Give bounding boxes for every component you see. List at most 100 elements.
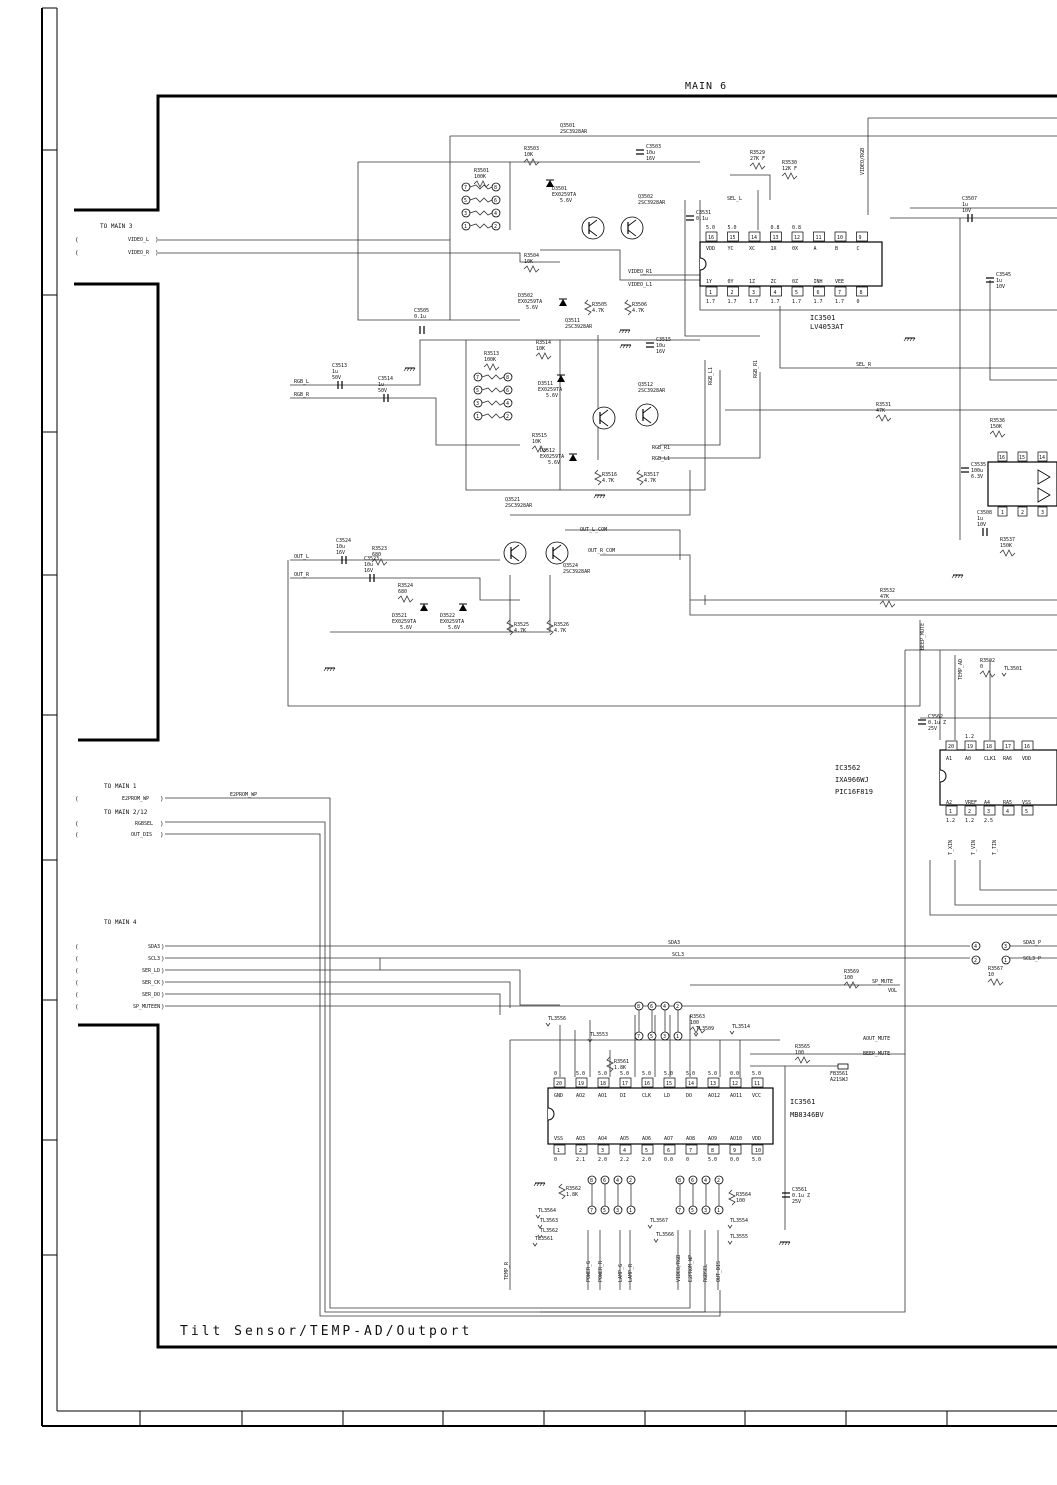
svg-text:EX0259TA: EX0259TA	[538, 387, 562, 393]
signal-scl3: SCL3	[148, 956, 160, 962]
ic3561-vtop-7: 5.0	[686, 1071, 695, 1077]
svg-text:4: 4	[663, 1004, 666, 1010]
svg-text:150K: 150K	[1000, 543, 1012, 549]
ic3561-pin-name-ao10: AO10	[730, 1136, 742, 1142]
svg-text:R3531: R3531	[876, 402, 891, 408]
ic3562-pin-name-a4: A4	[984, 800, 990, 806]
ic3501-vtop-1: 5.0	[706, 225, 715, 231]
ic3561-pin-name-clk: CLK	[642, 1093, 651, 1099]
net-beep-mute: BEEP_MUTE	[920, 623, 926, 650]
sheet-title: MAIN 6	[685, 81, 727, 92]
svg-text:6: 6	[650, 1004, 653, 1010]
svg-text:6: 6	[494, 198, 497, 204]
net-sel-r: SEL_R	[856, 362, 872, 368]
svg-text:5: 5	[476, 388, 479, 394]
svg-text:8: 8	[506, 375, 509, 381]
svg-text:17: 17	[1005, 744, 1011, 750]
ic3561-pin-name-vcc: VCC	[752, 1093, 761, 1099]
svg-text:1u: 1u	[378, 382, 384, 388]
svg-text:(: (	[75, 1004, 79, 1011]
svg-text:100: 100	[736, 1198, 745, 1204]
svg-text:3: 3	[752, 290, 755, 296]
ic3501-pin-6	[813, 286, 825, 297]
ic3561-pin-name-di: DI	[620, 1093, 626, 1099]
ic3501-pin-15	[727, 231, 739, 242]
svg-text:R3537: R3537	[1000, 537, 1015, 543]
svg-text:(: (	[75, 992, 79, 999]
opamp-ic: 16 15 14 1 2 3	[987, 451, 1057, 517]
svg-text:Q3524: Q3524	[563, 563, 578, 569]
test-point-tl3501: TL3501	[1001, 666, 1022, 677]
svg-text:TO MAIN 3: TO MAIN 3	[100, 223, 133, 230]
net-scl3-p: SCL3_P	[1023, 956, 1041, 962]
ic3561-vbot-3: 2.0	[598, 1157, 607, 1163]
svg-text:10K: 10K	[532, 439, 541, 445]
svg-text:C3503: C3503	[646, 144, 661, 150]
svg-text:3: 3	[1041, 510, 1044, 516]
ic3562-part2: PIC16F819	[835, 788, 873, 796]
ic3561-vtop-9: 0.0	[730, 1071, 739, 1077]
ic3501-pin-10	[834, 231, 847, 242]
connector-main3: TO MAIN 3 ( ( VIDEO_L VIDEO_R ) )	[75, 223, 159, 257]
svg-text:C3523: C3523	[364, 556, 379, 562]
svg-text:10: 10	[755, 1148, 761, 1154]
net-out-r-com: OUT_R_COM	[588, 548, 615, 554]
ic3561-pin-name-ao1: AO1	[598, 1093, 607, 1099]
svg-text:C3535: C3535	[971, 462, 986, 468]
svg-text:7: 7	[590, 1208, 593, 1214]
svg-text:20: 20	[948, 744, 954, 750]
svg-text:0: 0	[980, 664, 983, 670]
svg-text:TL3564: TL3564	[538, 1208, 556, 1214]
ic3562-pin-2	[964, 805, 977, 816]
ic3562-pin-5	[1021, 805, 1034, 816]
ic3561-pin-1	[553, 1144, 566, 1155]
connector-main1: TO MAIN 1 ( E2PROM_WP ) TO MAIN 2/12 ( (…	[75, 783, 164, 839]
block-border	[74, 94, 1057, 1349]
ic3562-part: IXA966WJ	[835, 776, 869, 784]
svg-text:4: 4	[704, 1178, 707, 1184]
svg-text:5: 5	[464, 198, 467, 204]
ic3501-pin-name-1y: 1Y	[706, 279, 712, 285]
svg-text:(: (	[75, 237, 79, 244]
ic3501-vbot-1: 1.7	[706, 299, 715, 305]
ic3561-pin-name-ao7: AO7	[664, 1136, 673, 1142]
svg-text:5.6V: 5.6V	[526, 305, 538, 311]
svg-text:R3532: R3532	[880, 588, 895, 594]
svg-text:3: 3	[464, 211, 467, 217]
svg-text:0.1u: 0.1u	[696, 216, 708, 222]
ic3561-vtop-3: 5.0	[598, 1071, 607, 1077]
ic3561-pin-name-ao4: AO4	[598, 1136, 607, 1142]
svg-text:2SC3928AR: 2SC3928AR	[638, 388, 666, 394]
ic3561-part: MB8346BV	[790, 1111, 825, 1119]
ic3561-pin-11	[751, 1077, 764, 1088]
svg-text:5: 5	[691, 1208, 694, 1214]
svg-text:7: 7	[637, 1034, 640, 1040]
svg-text:C3505: C3505	[414, 308, 429, 314]
svg-text:1: 1	[557, 1148, 560, 1154]
svg-text:C3524: C3524	[336, 538, 351, 544]
svg-text:R3567: R3567	[988, 966, 1003, 972]
svg-text:TL3553: TL3553	[590, 1032, 608, 1038]
ic3501-pin-9	[856, 231, 868, 242]
connector-main4: TO MAIN 4 (SDA3)(SCL3)(SER_LD)(SER_CK)(S…	[75, 919, 165, 1011]
net-t-xin: T_XIN	[948, 840, 954, 855]
svg-text:5.6V: 5.6V	[448, 625, 460, 631]
net-sel-l: SEL_L	[727, 196, 742, 202]
svg-text:C3508: C3508	[977, 510, 992, 516]
ic3561-net-lamp-r: LAMP_R	[628, 1263, 634, 1282]
ic3561-pin-6	[663, 1144, 676, 1155]
ic3501: 16VDD15YC14XC131X120X11A10B9C11Y20Y31Z4Z…	[699, 225, 883, 331]
